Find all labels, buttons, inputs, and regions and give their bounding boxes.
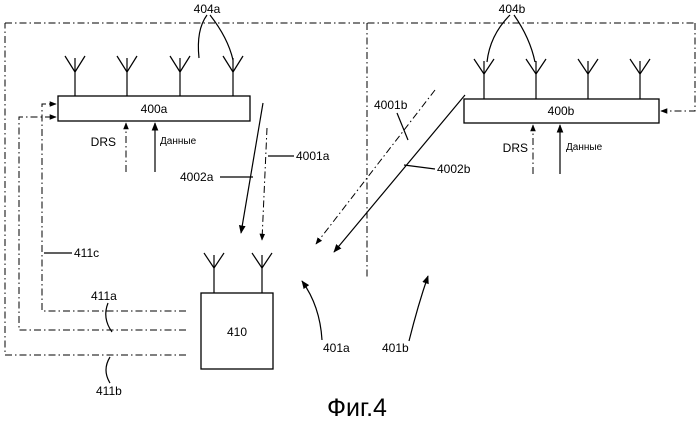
antenna-icon: [117, 56, 137, 96]
antenna-icon: [170, 56, 190, 96]
feedback-line-411b: [5, 23, 186, 355]
ref-411a: 411a: [91, 289, 117, 303]
ref-411b-leader: [106, 357, 110, 383]
ref-4002b: 4002b: [437, 162, 471, 176]
antenna-icon: [65, 56, 85, 96]
terminal-410: 410: [201, 293, 273, 369]
antenna-icon: [578, 59, 598, 99]
antenna-icon: [252, 253, 272, 293]
drs-label-b: DRS: [503, 141, 528, 155]
ref-404a: 404a: [194, 2, 221, 16]
ref-404b-leader: [487, 15, 510, 62]
ref-404b: 404b: [499, 2, 526, 16]
ref-411b: 411b: [96, 384, 122, 398]
data-label-a: Данные: [160, 136, 197, 147]
drs-label-a: DRS: [91, 135, 116, 149]
antenna-icon: [630, 59, 650, 99]
ref-4002b-leader: [404, 165, 435, 169]
ref-404a-leader: [210, 15, 233, 60]
feedback-line-right: [661, 23, 695, 111]
ref-401a: 401a: [323, 341, 350, 355]
base-station-400a-label: 400a: [141, 102, 168, 116]
antenna-icon: [474, 59, 494, 99]
ref-401b-leader: [409, 276, 428, 341]
antenna-icon: [526, 59, 546, 99]
signal-arrow-4002a: [241, 103, 263, 233]
ref-411c: 411c: [74, 246, 99, 260]
terminal-410-label: 410: [227, 325, 247, 339]
signal-arrow-4001a: [262, 128, 267, 240]
base-station-400b: 400b: [464, 99, 659, 123]
data-label-b: Данные: [566, 142, 603, 153]
ref-4002a: 4002a: [180, 170, 214, 184]
ref-411a-leader: [106, 303, 112, 332]
ref-401b: 401b: [382, 341, 409, 355]
ref-4001b: 4001b: [374, 98, 408, 112]
ref-401a-leader: [302, 281, 322, 340]
ref-404b-leader: [514, 15, 535, 62]
antenna-icon: [204, 253, 224, 293]
ref-4001a: 4001a: [296, 149, 330, 163]
base-station-400a: 400a: [58, 96, 250, 121]
antenna-icon: [223, 56, 243, 96]
ref-404a-leader: [198, 15, 207, 58]
base-station-400b-label: 400b: [548, 104, 575, 118]
figure-caption: Фиг.4: [327, 394, 387, 422]
